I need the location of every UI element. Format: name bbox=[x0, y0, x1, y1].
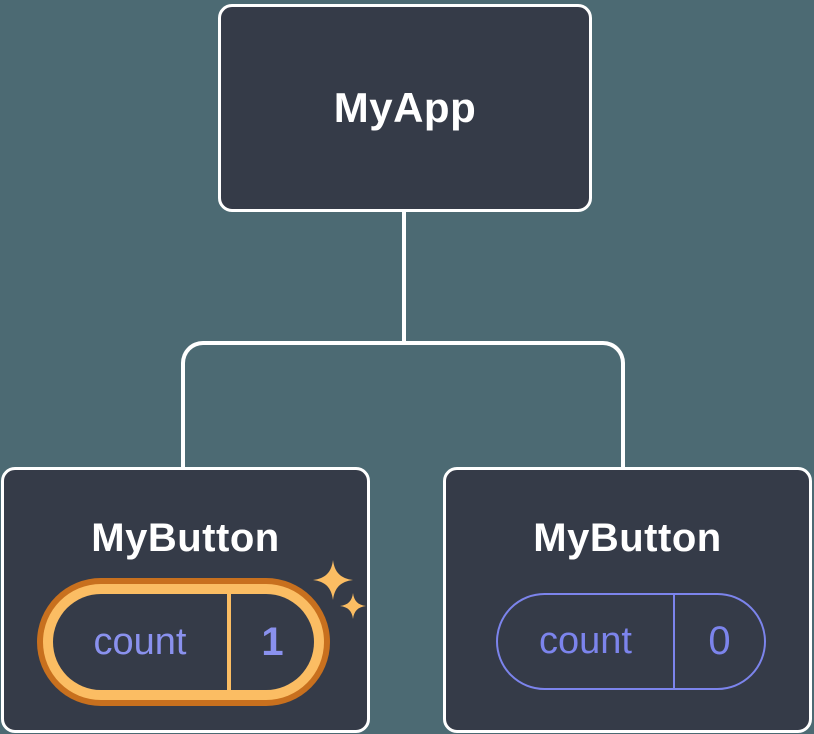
node-myapp-label: MyApp bbox=[333, 84, 477, 131]
connector-bracket bbox=[181, 341, 625, 468]
state-highlight-ring: count 1 bbox=[37, 578, 330, 706]
state-value-label: 1 bbox=[261, 619, 284, 664]
connector-stem bbox=[402, 212, 406, 343]
state-pill: count 1 bbox=[53, 594, 314, 690]
state-pill: count 0 bbox=[496, 593, 766, 690]
node-mybutton-label: MyButton bbox=[91, 516, 280, 560]
node-mybutton-label: MyButton bbox=[533, 516, 722, 560]
state-key-label: count bbox=[539, 620, 632, 662]
state-key-label: count bbox=[93, 620, 187, 663]
sparkle-icon bbox=[340, 593, 366, 619]
node-mybutton-default: MyButton count 0 bbox=[443, 467, 812, 733]
node-myapp: MyApp bbox=[218, 4, 592, 212]
pill-divider bbox=[227, 594, 231, 690]
pill-divider bbox=[673, 595, 675, 688]
sparkle-icon bbox=[313, 560, 353, 600]
node-mybutton-highlighted: MyButton count 1 bbox=[1, 467, 370, 733]
state-value-label: 0 bbox=[708, 619, 731, 663]
